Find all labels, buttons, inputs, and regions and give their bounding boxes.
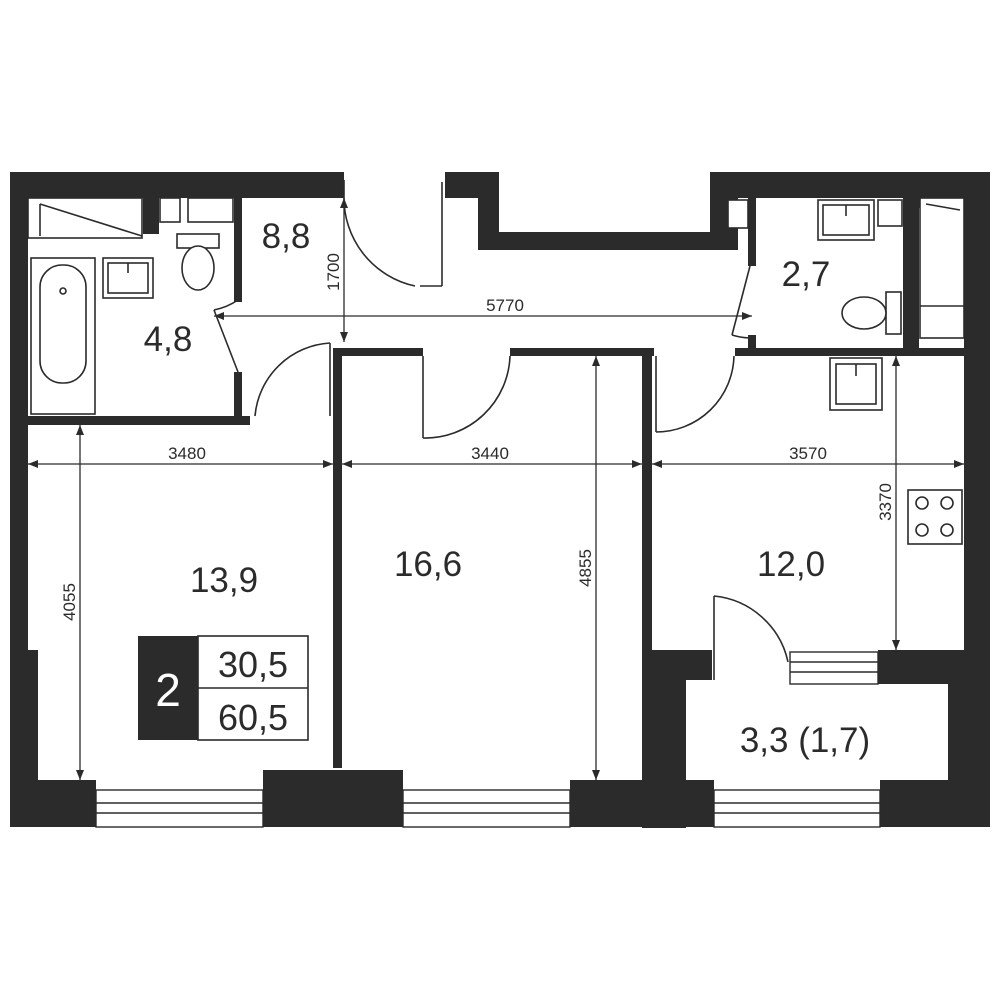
stove-icon — [907, 489, 963, 545]
wc-sink-icon — [817, 199, 875, 241]
dim-hall-depth: 1700 — [324, 253, 343, 291]
wall-outer-left — [10, 172, 28, 827]
wall-room2-right — [642, 348, 652, 828]
toilet-icon — [176, 233, 220, 291]
dimension-lines — [28, 198, 964, 780]
door-wc — [731, 265, 751, 339]
door-room2 — [422, 355, 511, 439]
dim-room1-width: 3480 — [168, 444, 206, 463]
fixtures — [27, 197, 965, 545]
dim-kitchen-width: 3570 — [789, 444, 827, 463]
window-room2 — [402, 789, 571, 828]
area-summary-badge: 2 30,5 60,5 — [138, 635, 309, 741]
dimension-labels: 5770 1700 3480 3440 3570 4055 4855 3370 — [60, 253, 895, 621]
wall-bath-right — [234, 198, 242, 302]
bathtub-icon — [30, 257, 96, 415]
room-area-bedroom-middle: 16,6 — [394, 545, 462, 584]
doors — [213, 180, 789, 680]
wall-bottom-3 — [570, 780, 686, 827]
wall-bottom-4 — [686, 780, 714, 827]
room-count-box — [138, 636, 198, 740]
dim-room2-depth: 4855 — [576, 549, 595, 587]
wall-room2-top-a — [333, 348, 423, 356]
door-bathroom — [213, 299, 239, 373]
room-count: 2 — [155, 664, 181, 716]
wall-outer-right-upper — [964, 172, 990, 652]
wall-bath-bottom — [28, 416, 250, 425]
sink-icon — [102, 257, 154, 299]
door-room1 — [254, 342, 331, 417]
door-balcony — [713, 595, 789, 680]
room-area-hall: 8,8 — [262, 217, 311, 256]
window-room1 — [95, 789, 264, 828]
wall-top-left — [10, 172, 344, 198]
wall-bottom-5 — [880, 780, 990, 827]
room-area-bedroom-left: 13,9 — [190, 561, 258, 600]
wall-notch-left — [478, 172, 499, 250]
wall-bath-right-lower — [234, 372, 242, 422]
window-balcony — [713, 789, 881, 828]
wc-toilet-icon — [841, 291, 902, 335]
room-area-balcony: 3,3 (1,7) — [740, 721, 870, 760]
dim-room1-depth: 4055 — [60, 583, 79, 621]
wall-room2-top-b — [510, 348, 654, 356]
living-area: 30,5 — [218, 644, 288, 685]
windows — [95, 651, 881, 828]
wall-wc-bottom — [735, 348, 964, 356]
room-labels: 8,8 4,8 2,7 13,9 16,6 12,0 3,3 (1,7) — [144, 217, 871, 760]
door-entrance — [343, 180, 443, 287]
wall-notch-bottom — [478, 232, 738, 250]
wall-bottom-1 — [10, 780, 96, 827]
window-kitchen — [789, 651, 879, 685]
dim-corridor-length: 5770 — [486, 296, 524, 315]
wall-balcony-top-right — [878, 650, 990, 684]
wall-left-notch — [28, 650, 38, 782]
wall-wc-left — [748, 198, 756, 266]
total-area: 60,5 — [218, 697, 288, 738]
room-area-bathroom: 4,8 — [144, 320, 193, 359]
wall-bath-shaft — [143, 198, 159, 234]
dim-room2-width: 3440 — [471, 444, 509, 463]
walls — [10, 172, 990, 828]
door-kitchen — [655, 355, 735, 433]
boiler-icon — [727, 197, 965, 339]
wall-wc-left-lower — [748, 335, 756, 355]
kitchen-sink-icon — [829, 357, 883, 411]
room-area-kitchen: 12,0 — [757, 545, 825, 584]
wall-top-right — [710, 172, 990, 198]
dim-kitchen-depth: 3370 — [876, 483, 895, 521]
washer-icon — [27, 197, 234, 239]
room-area-wc: 2,7 — [782, 255, 831, 294]
wall-wc-divider — [903, 198, 919, 348]
wall-bottom-2 — [263, 770, 403, 827]
wall-room1-right — [333, 348, 342, 768]
